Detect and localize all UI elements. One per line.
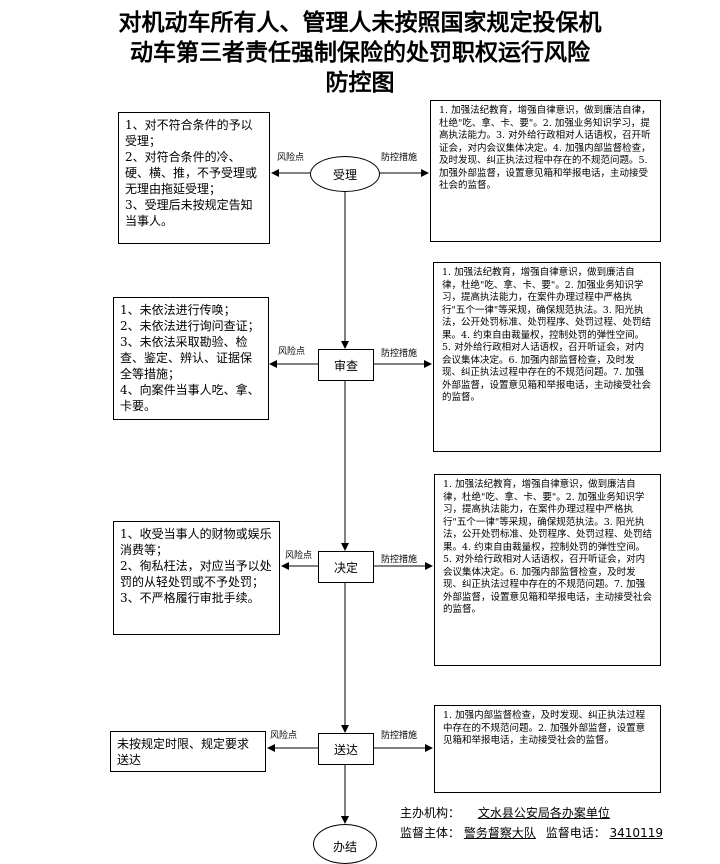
step-deliver: 送达 xyxy=(318,733,374,765)
supervisor-value: 警务督察大队 xyxy=(463,826,536,840)
title-line-3: 防控图 xyxy=(325,70,395,96)
step-deliver-label: 送达 xyxy=(333,742,358,757)
footer-host: 主办机构： 文水县公安局各办案单位 xyxy=(400,804,610,821)
measure-label-deliver: 防控措施 xyxy=(381,731,418,741)
risk-box-deliver: 未按规定时限、规定要求送达 xyxy=(110,731,266,772)
step-decide-label: 决定 xyxy=(333,560,358,575)
step-decide: 决定 xyxy=(318,551,374,583)
step-accept: 受理 xyxy=(310,156,380,192)
measure-box-decide: 1. 加强法纪教育，增强自律意识，做到廉洁自律，杜绝"吃、拿、卡、要"。2. 加… xyxy=(434,474,661,666)
host-label: 主办机构： xyxy=(400,806,461,820)
risk-label-decide: 风险点 xyxy=(285,551,313,561)
measure-label-review: 防控措施 xyxy=(381,349,418,359)
risk-box-decide: 1、收受当事人的财物或娱乐消费等； 2、徇私枉法，对应当予以处罚的从轻处罚或不予… xyxy=(113,521,280,635)
risk-label-deliver: 风险点 xyxy=(270,731,298,741)
risk-label-accept: 风险点 xyxy=(277,153,305,163)
step-review-label: 审查 xyxy=(333,358,358,373)
measure-box-deliver: 1. 加强内部监督检查，及时发现、纠正执法过程中存在的不规范问题。2. 加强外部… xyxy=(434,705,661,793)
title-line-1: 对机动车所有人、管理人未按照国家规定投保机 xyxy=(118,10,602,36)
measure-label-accept: 防控措施 xyxy=(381,153,418,163)
page-title: 对机动车所有人、管理人未按照国家规定投保机 动车第三者责任强制保险的处罚职权运行… xyxy=(40,8,680,98)
risk-box-accept: 1、对不符合条件的予以受理； 2、对符合条件的冷、硬、横、推，不予受理或无理由拖… xyxy=(118,112,270,244)
measure-box-review: 1. 加强法纪教育，增强自律意识，做到廉洁自律，杜绝"吃、拿、卡、要"。2. 加… xyxy=(433,262,661,452)
step-review: 审查 xyxy=(318,349,374,381)
risk-label-review: 风险点 xyxy=(278,347,306,357)
measure-label-decide: 防控措施 xyxy=(381,555,418,565)
host-value: 文水县公安局各办案单位 xyxy=(477,806,610,820)
footer-supervisor: 监督主体： 警务督察大队 监督电话： 3410119 xyxy=(400,824,663,841)
phone-label: 监督电话： xyxy=(545,826,606,840)
step-accept-label: 受理 xyxy=(332,167,357,182)
step-close: 办结 xyxy=(313,824,377,864)
supervisor-label: 监督主体： xyxy=(400,826,461,840)
phone-value: 3410119 xyxy=(609,826,663,840)
measure-box-accept: 1. 加强法纪教育，增强自律意识，做到廉洁自律，杜绝"吃、拿、卡、要"。2. 加… xyxy=(430,100,661,242)
title-line-2: 动车第三者责任强制保险的处罚职权运行风险 xyxy=(130,40,590,66)
risk-box-review: 1、未依法进行传唤； 2、未依法进行询问查证； 3、未依法采取勘验、检查、鉴定、… xyxy=(113,297,269,420)
step-close-label: 办结 xyxy=(332,840,357,854)
